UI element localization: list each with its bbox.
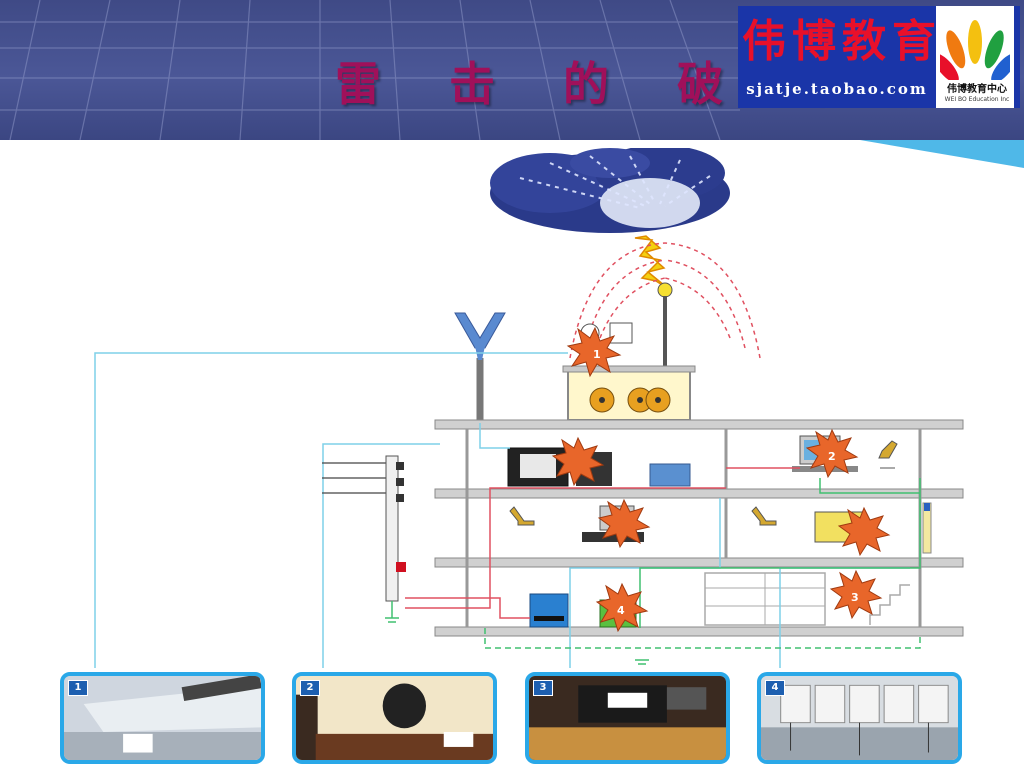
photo-1: 1: [60, 672, 265, 764]
ground-symbol-icon: [385, 617, 649, 665]
logo-fan-icon: [940, 20, 1010, 80]
photo-number-1: 1: [68, 680, 88, 696]
lightning-damage-diagram: 1 2 3 4: [94, 148, 964, 668]
storm-cloud: [490, 148, 730, 233]
photo-4: 4: [757, 672, 962, 764]
damage-marker-4: 4: [617, 604, 625, 617]
logo-name: 伟博教育中心: [947, 84, 1007, 95]
logo-url: sjatje.taobao.com: [746, 80, 928, 98]
rooftop-room: [562, 365, 696, 421]
logo-side-bar: [1014, 6, 1020, 108]
wiring: [94, 352, 921, 668]
damage-marker-1: 1: [593, 348, 601, 361]
office-chairs: [509, 440, 898, 526]
damage-burst-2: 2: [805, 428, 859, 479]
damage-burst-3: 3: [829, 569, 883, 620]
header-grid-pattern: [0, 0, 740, 140]
logo-name-en: WEI BO Education Inc: [944, 96, 1010, 103]
photo-3-image: [529, 676, 726, 760]
photo-2-image: [296, 676, 493, 760]
photo-2: 2: [292, 672, 497, 764]
damage-burst-phone: [837, 506, 891, 557]
damage-burst-cpu: [551, 436, 605, 487]
photo-4-image: [761, 676, 958, 760]
lightning-rod: [657, 282, 673, 368]
logo-text: 伟博教育: [742, 16, 942, 67]
damage-burst-4: 4: [595, 582, 649, 633]
building-floors: [434, 419, 964, 637]
damage-marker-3: 3: [851, 591, 859, 604]
photo-1-image: [64, 676, 261, 760]
photo-number-4: 4: [765, 680, 785, 696]
photo-3: 3: [525, 672, 730, 764]
photo-number-2: 2: [300, 680, 320, 696]
logo-main-block: 伟博教育 sjatje.taobao.com: [738, 6, 936, 108]
utility-pole: [322, 455, 406, 618]
header-accent-strip: [860, 140, 1024, 168]
damage-marker-2: 2: [828, 450, 836, 463]
antenna-mast: [454, 312, 506, 420]
side-meter-panel: [922, 502, 932, 554]
damage-photo-strip: 1 2 3 4: [60, 672, 980, 764]
slide-header: 雷 击 的 破 坏 伟博教育 sjatje.taobao.com 伟博教育中心 …: [0, 0, 1024, 140]
logo: 伟博教育 sjatje.taobao.com 伟博教育中心 WEI BO Edu…: [738, 6, 1020, 108]
damage-burst-desk: [597, 498, 651, 549]
photo-number-3: 3: [533, 680, 553, 696]
damage-burst-1: 1: [566, 326, 622, 378]
